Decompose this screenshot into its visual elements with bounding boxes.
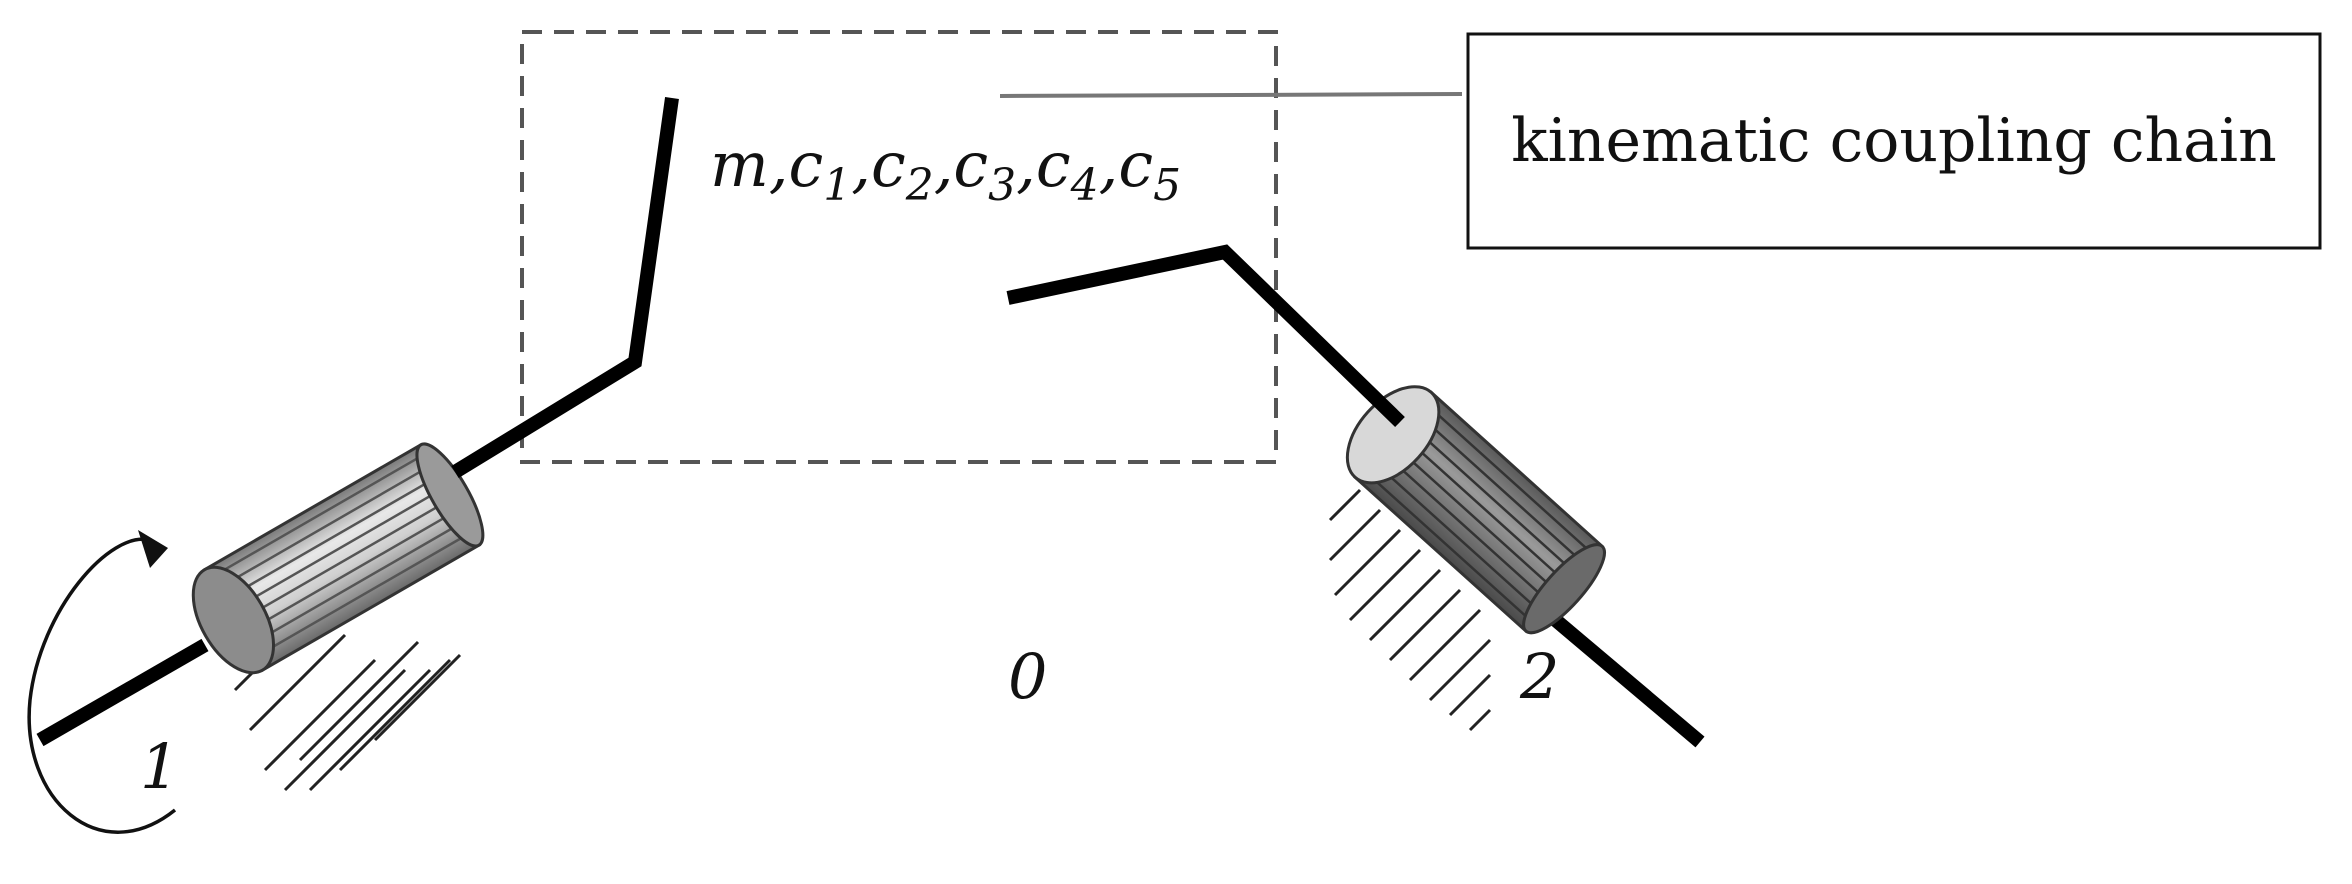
rotation-arrowhead xyxy=(138,530,168,568)
output-bearing-cylinder xyxy=(1345,385,1606,635)
param-mass: m xyxy=(710,128,769,201)
input-shaft-label: 1 xyxy=(140,730,180,803)
param-c: c xyxy=(870,128,906,201)
param-c-sub: 5 xyxy=(1153,160,1182,211)
param-c-sub: 1 xyxy=(823,160,852,211)
param-c: c xyxy=(1118,128,1154,201)
frame-label: 0 xyxy=(1008,640,1048,713)
chain-parameters: m,c1,c2,c3,c4,c5 xyxy=(710,128,1182,211)
param-c: c xyxy=(953,128,989,201)
output-crank-link xyxy=(1006,244,1405,428)
coupling-region-box xyxy=(520,30,1278,464)
input-bearing-cylinder xyxy=(191,442,485,675)
right-ground-hatching xyxy=(1328,488,1492,732)
rotation-arrow xyxy=(27,537,177,834)
param-c-sub: 3 xyxy=(988,160,1017,211)
param-c: c xyxy=(788,128,824,201)
output-shaft-label: 2 xyxy=(1520,640,1560,713)
param-c-sub: 2 xyxy=(905,160,934,211)
callout-label: kinematic coupling chain xyxy=(1511,106,2277,176)
callout-box xyxy=(1466,32,2322,250)
callout-leader-line xyxy=(999,92,1463,98)
input-crank-link xyxy=(451,97,679,478)
param-c: c xyxy=(1035,128,1071,201)
left-ground-hatching xyxy=(233,608,462,792)
input-shaft-outer xyxy=(36,638,209,747)
param-c-sub: 4 xyxy=(1070,160,1099,211)
